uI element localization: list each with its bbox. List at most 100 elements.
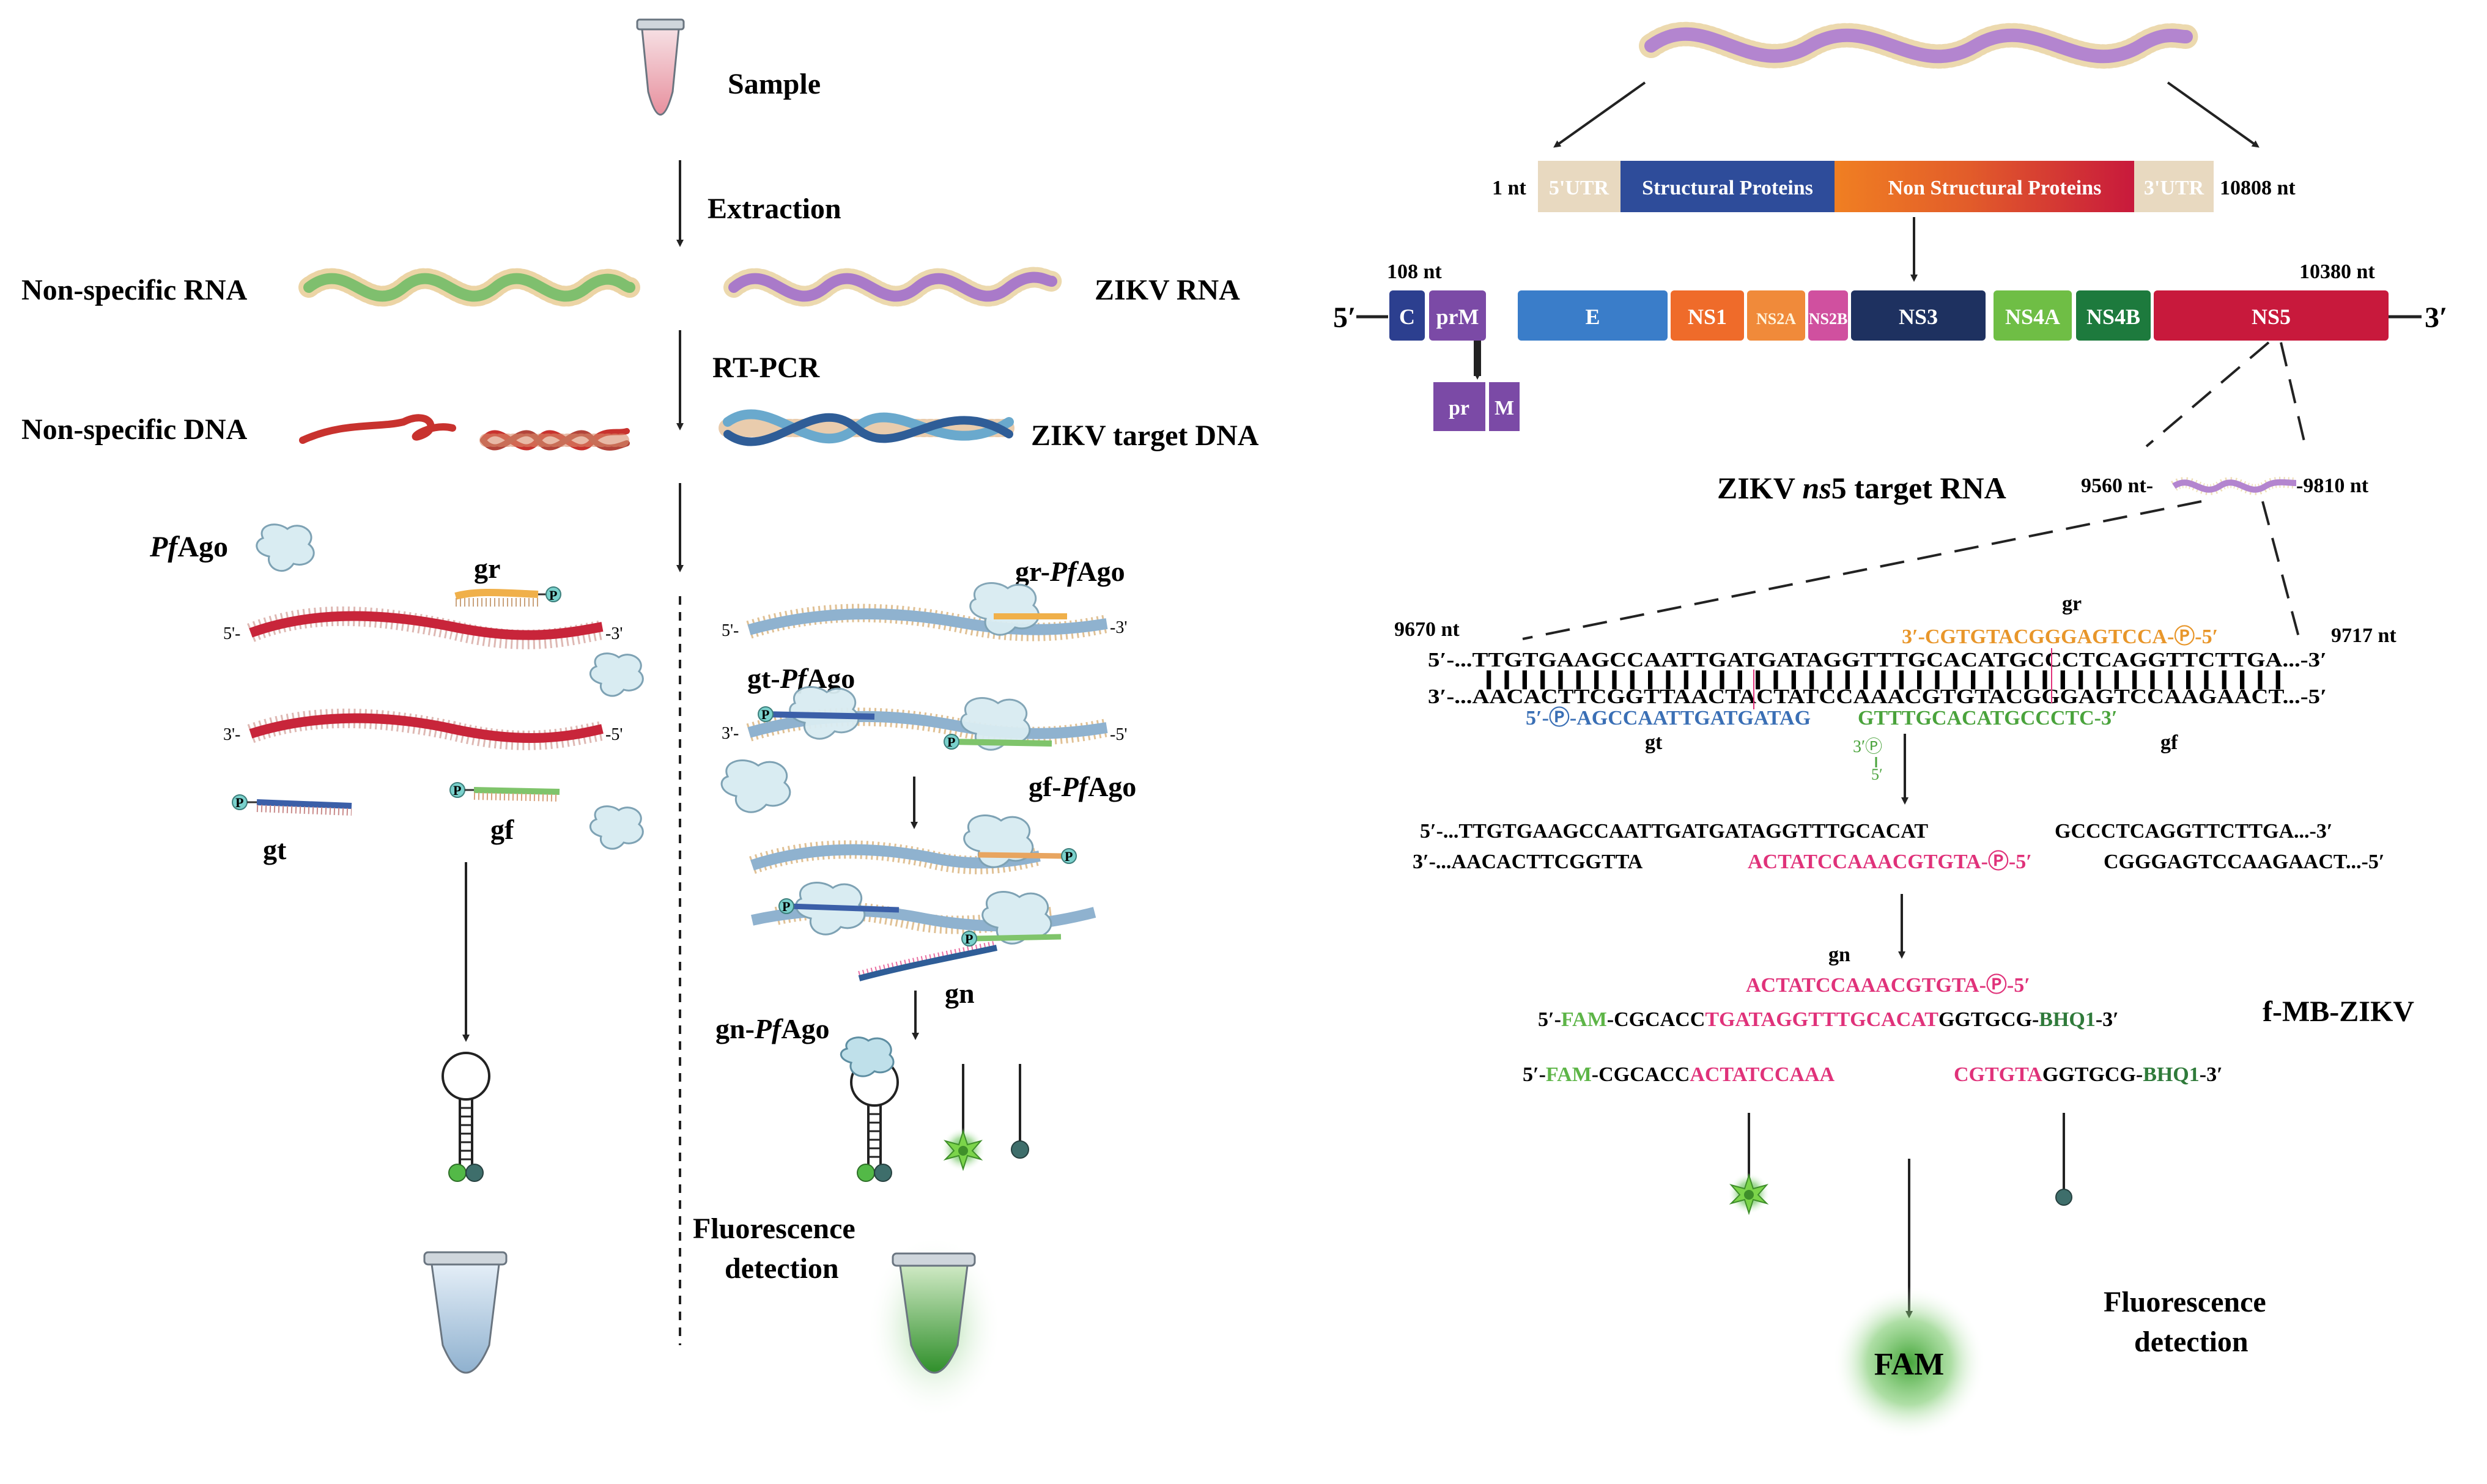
strand2-3end: 3'- — [223, 725, 240, 744]
utr3-box — [2134, 161, 2214, 212]
gn-sequence: ACTATCCAAACGTGTA-Ⓟ-5′ — [1746, 973, 2030, 997]
extraction-label: Extraction — [708, 193, 841, 225]
gt-pfago-p: P — [761, 707, 769, 722]
segment-ns4a-box — [1994, 290, 2072, 341]
negative-tube-icon — [423, 1251, 508, 1374]
nonstructural-box — [1835, 161, 2134, 212]
nonspecific-rna-label: Non-specific RNA — [21, 274, 248, 306]
pfago-italic: Pf — [149, 531, 180, 563]
gr-pfago-prefix: gr- — [1015, 556, 1050, 587]
pr-label: pr — [1449, 397, 1469, 419]
right-bhq-quencher — [2055, 1113, 2072, 1206]
cut-bot-right: CGGGAGTCCAAGAACT...-5′ — [2104, 851, 2384, 873]
right-fam-fluorophore — [1728, 1113, 1770, 1216]
gr-pfago-complex — [746, 582, 1109, 641]
pfago-floating-2 — [589, 805, 644, 850]
ns5-target-post: 5 target RNA — [1831, 471, 2006, 505]
utr5-box — [1538, 161, 1620, 212]
mb-loop: TGATAGGTTTGCACAT — [1705, 1008, 1938, 1031]
mb-bhq: BHQ1 — [2039, 1008, 2096, 1031]
pfago-rest: Ago — [177, 531, 228, 563]
cut-top-right: GCCCTCAGGTTCTTGA...-3′ — [2055, 820, 2332, 843]
nt9810-label: -9810 nt — [2296, 474, 2369, 497]
m-label: M — [1495, 397, 1514, 419]
poly-5prime: 5′ — [1333, 301, 1356, 334]
mb-stem1: -CGCACC — [1607, 1008, 1705, 1031]
gf-sequence: GTTTGCACATGCCCTC-3′ — [1858, 707, 2118, 729]
gf-pfago-label: gf-PfAgo — [1029, 771, 1136, 802]
gf-pfago-prefix: gf- — [1029, 771, 1062, 802]
gn-pfago-rest: Ago — [781, 1013, 829, 1044]
gr-pfago-italic: Pf — [1049, 556, 1079, 587]
cplx1-5end: 5'- — [722, 621, 739, 640]
gr-guide-strand — [454, 586, 561, 607]
bottom-target-strand — [247, 708, 604, 750]
top-strand-seq: 5′-...TTGTGAAGCCAATTGATGATAGGTTTGCACATGC… — [1428, 649, 2327, 671]
genome-start-nt: 1 nt — [1492, 177, 1526, 199]
gn-pfago-italic: Pf — [754, 1013, 784, 1044]
gf-guide-strand — [449, 782, 560, 802]
pfago-floating-3 — [720, 759, 791, 813]
seq-gf-label: gf — [2160, 731, 2178, 754]
structural-box — [1620, 161, 1835, 212]
structural-label: Structural Proteins — [1642, 177, 1813, 199]
gt-sequence: 5′-Ⓟ-AGCCAATTGATGATAG — [1526, 706, 1811, 729]
poly-3prime: 3′ — [2425, 301, 2448, 334]
c-loop2: CGTGTA — [1954, 1063, 2042, 1086]
c-3: -3′ — [2200, 1063, 2223, 1086]
gt-pfago-phosphate — [758, 706, 774, 722]
arrow-genome-left — [1553, 81, 1646, 148]
seq-gt-label: gt — [1645, 731, 1663, 754]
c-bhq: BHQ1 — [2143, 1063, 2200, 1086]
pfago-protein-icon — [256, 523, 315, 572]
molecular-beacon-closed — [442, 1052, 490, 1182]
left-fluor-line1: Fluorescence — [693, 1213, 855, 1245]
cut-bot-left: 3′-...AACACTTCGGTTA — [1413, 851, 1643, 873]
gf-pfago-phosphate — [944, 734, 959, 750]
gr-p-label: P — [549, 588, 557, 603]
ns5-target-label: ZIKV ns5 target RNA — [1717, 471, 2006, 505]
gf-pfago-p: P — [947, 734, 955, 750]
segment-c-box — [1389, 290, 1425, 341]
gn-pfago-prefix: gn- — [715, 1013, 755, 1044]
cplx2-3end: 3'- — [722, 724, 739, 743]
nt9717-label: 9717 nt — [2331, 624, 2396, 647]
sample-label: Sample — [728, 68, 821, 100]
segment-ns4b-box — [2076, 290, 2151, 341]
segment-e-label: E — [1585, 305, 1600, 329]
seq-gn-label: gn — [1828, 943, 1850, 966]
gt-pfago-prefix: gt- — [747, 663, 780, 694]
cplx2-5end: -5' — [1110, 725, 1127, 744]
gn-label: gn — [945, 978, 975, 1009]
mb-3: -3′ — [2096, 1008, 2119, 1031]
segment-prm-box — [1429, 290, 1486, 341]
mb-fam: FAM — [1561, 1008, 1607, 1031]
gt-p-label: P — [235, 795, 243, 810]
mb-5: 5′- — [1538, 1008, 1561, 1031]
gt-gf-pfago-complex — [746, 686, 1109, 751]
gr-sequence: 3′-CGTGTACGGGAGTCCA-Ⓟ-5′ — [1902, 625, 2218, 648]
pairing-ticks: ||||||||||||||||||||||||||||||||||||||||… — [1480, 667, 2287, 690]
zikv-rna-ribbon — [723, 267, 1062, 307]
cleaved-p2: P — [782, 899, 790, 914]
segment-ns2b-label: NS2B — [1809, 310, 1848, 328]
cleaved-right-seq: CGTGTAGGTGCG-BHQ1-3′ — [1954, 1063, 2223, 1086]
cleaved-p3: P — [965, 931, 973, 947]
zikv-target-dna-label: ZIKV target DNA — [1031, 419, 1259, 452]
segment-ns1-label: NS1 — [1688, 305, 1727, 329]
segment-ns4a-label: NS4A — [2005, 305, 2060, 329]
fam-glow-label: FAM — [1874, 1347, 1945, 1382]
nt10380-label: 10380 nt — [2299, 260, 2375, 283]
seq-gr-label: gr — [2062, 592, 2082, 615]
c-stem1: -CGCACC — [1592, 1063, 1690, 1086]
strand1-5end: 5'- — [223, 624, 240, 643]
segment-ns3-box — [1851, 290, 1986, 341]
nt9560-label: 9560 nt- — [2081, 474, 2153, 497]
gf-pfago-rest: Ago — [1088, 771, 1136, 802]
sample-tube-icon — [636, 18, 685, 116]
segment-e-box — [1518, 290, 1668, 341]
zoom-line-1 — [2145, 341, 2270, 448]
segment-ns3-label: NS3 — [1899, 305, 1938, 329]
